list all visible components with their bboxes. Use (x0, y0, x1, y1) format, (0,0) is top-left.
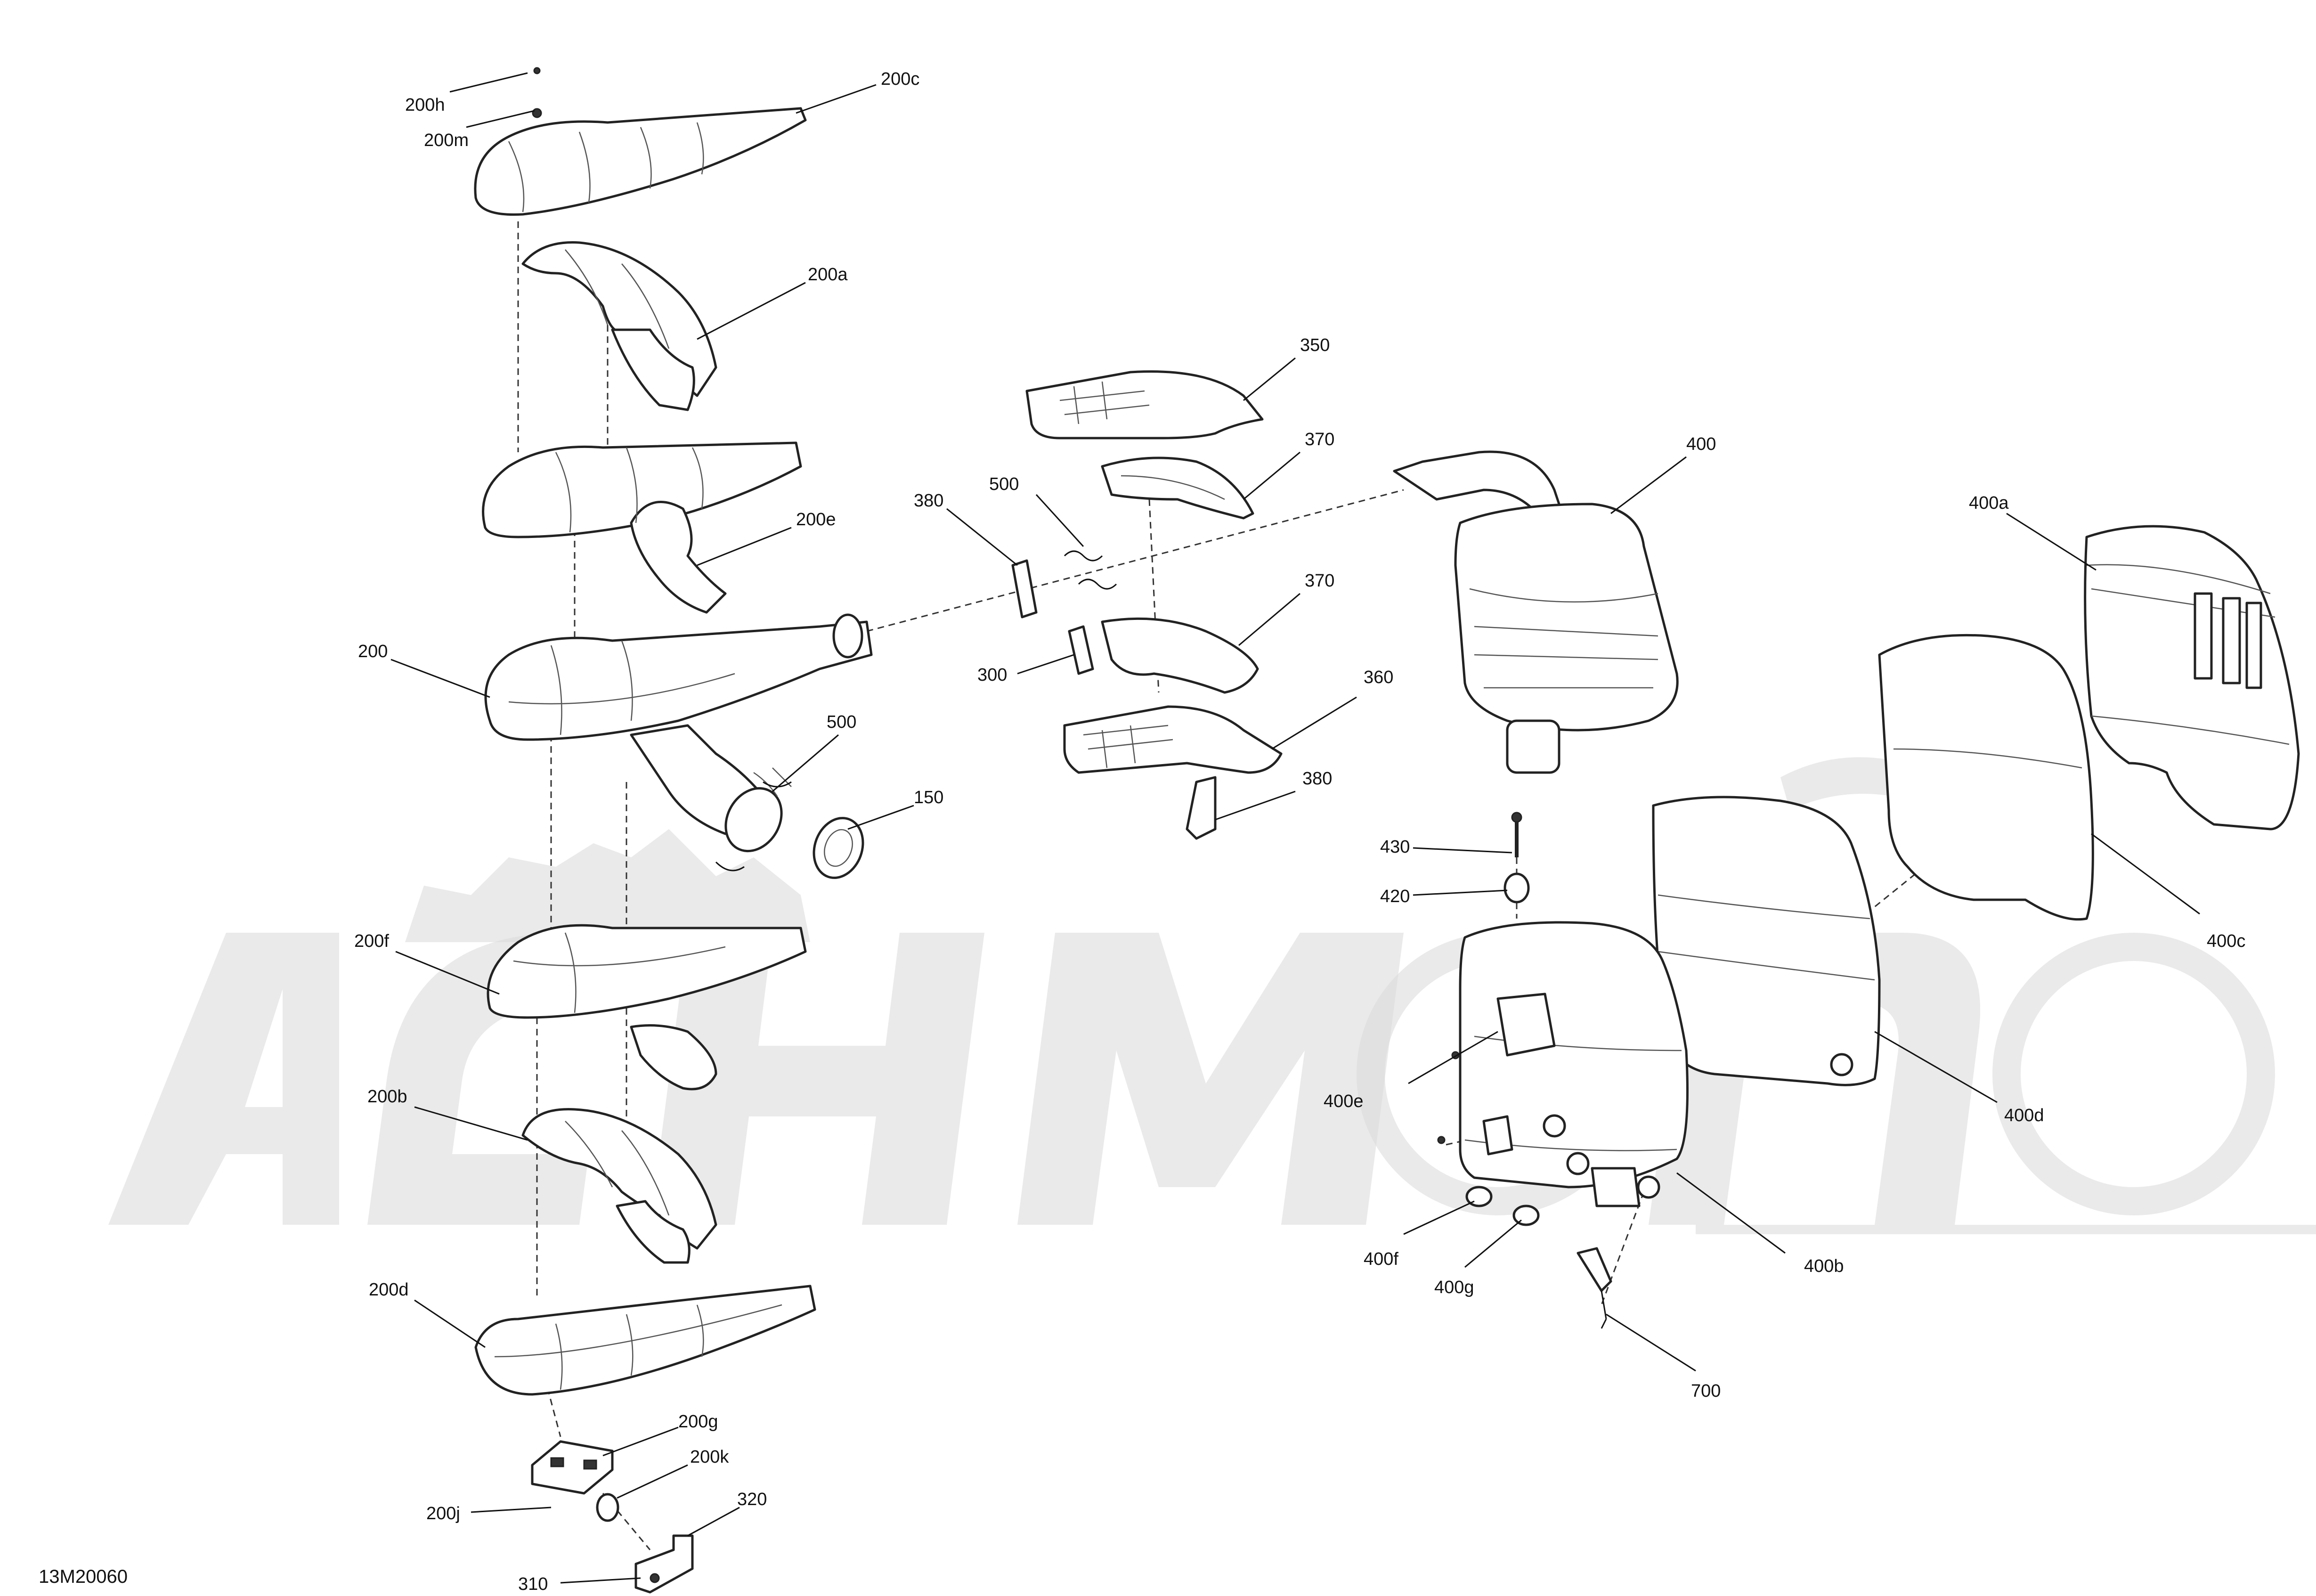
part-400d-shell-cover (1652, 796, 1881, 1086)
callout-200g: 200g (678, 1412, 718, 1432)
part-200a-heat-shield (521, 241, 717, 411)
callout-400f: 400f (1364, 1249, 1398, 1269)
callout-200: 200 (358, 642, 388, 661)
part-350-mid-pipe-shield (1025, 370, 1264, 440)
callout-420: 420 (1380, 887, 1410, 906)
part-200f-lower-heat-shield (487, 924, 807, 1091)
callout-500-left: 500 (827, 712, 856, 732)
callout-400: 400 (1686, 434, 1716, 454)
leader-lines (390, 72, 2200, 1584)
part-400a-outer-shell (2084, 525, 2300, 831)
part-380-clip-upper (1011, 559, 1038, 619)
callout-380-upper: 380 (914, 491, 943, 511)
part-500-springs-upper (1064, 550, 1117, 590)
callout-400g: 400g (1434, 1278, 1474, 1297)
callout-400a: 400a (1969, 493, 2009, 513)
part-200e-pipe-section (482, 441, 802, 614)
callout-300: 300 (977, 665, 1007, 685)
callout-400c: 400c (2207, 931, 2245, 951)
part-700-sensor (1577, 1247, 1612, 1329)
drawing-number: 13M20060 (39, 1566, 128, 1587)
part-200k-grommet (596, 1493, 619, 1522)
callout-380-lower: 380 (1302, 769, 1332, 789)
part-400b-muffler-body (1459, 921, 1689, 1207)
part-370-lower-sleeve (1101, 617, 1259, 694)
callout-400d: 400d (2004, 1106, 2044, 1125)
callout-200b: 200b (367, 1087, 407, 1107)
callout-200h: 200h (405, 95, 445, 115)
callout-500-middle: 500 (989, 474, 1019, 494)
part-400-muffler (1393, 450, 1679, 774)
part-400e-fasteners (1437, 1051, 1460, 1144)
callout-430: 430 (1380, 837, 1410, 857)
part-200d-bottom-shield (474, 1285, 816, 1396)
callout-200d: 200d (369, 1280, 409, 1300)
part-200-tuned-pipe (484, 613, 873, 871)
part-320-310-bracket (634, 1534, 694, 1594)
part-420-grommet (1503, 872, 1530, 904)
callout-350: 350 (1300, 335, 1330, 355)
callout-370-upper: 370 (1305, 430, 1334, 449)
callout-200a: 200a (808, 265, 848, 285)
callout-700: 700 (1691, 1381, 1721, 1401)
part-360-mid-pipe (1063, 705, 1283, 774)
part-380-clip-lower (1186, 776, 1217, 840)
part-370-upper-sleeve (1101, 456, 1254, 520)
callout-400b: 400b (1804, 1256, 1844, 1276)
callout-200c: 200c (881, 69, 919, 89)
callout-200j: 200j (426, 1504, 460, 1523)
part-400c-shell-panel (1878, 634, 2094, 921)
part-150-ring-seal (813, 817, 864, 879)
callout-320: 320 (737, 1490, 767, 1509)
part-300-clip (1068, 625, 1094, 675)
part-400g-grommet (1512, 1205, 1540, 1226)
callout-400e: 400e (1324, 1091, 1364, 1111)
callout-labels: 200h 200m 200c 200a 200e 200 500 150 200… (39, 69, 2245, 1594)
part-200g-bracket (531, 1440, 614, 1495)
part-200c-upper-heat-shield (474, 67, 807, 216)
callout-310: 310 (518, 1574, 548, 1594)
part-200b-heat-shield (521, 1108, 717, 1264)
callout-200k: 200k (690, 1447, 729, 1467)
callout-370-lower: 370 (1305, 571, 1334, 591)
callout-200f: 200f (354, 931, 389, 951)
callout-150: 150 (914, 788, 943, 807)
callout-200e: 200e (796, 510, 836, 529)
callout-200m: 200m (424, 130, 469, 150)
part-430-bolt (1511, 812, 1522, 857)
callout-360: 360 (1364, 668, 1393, 687)
